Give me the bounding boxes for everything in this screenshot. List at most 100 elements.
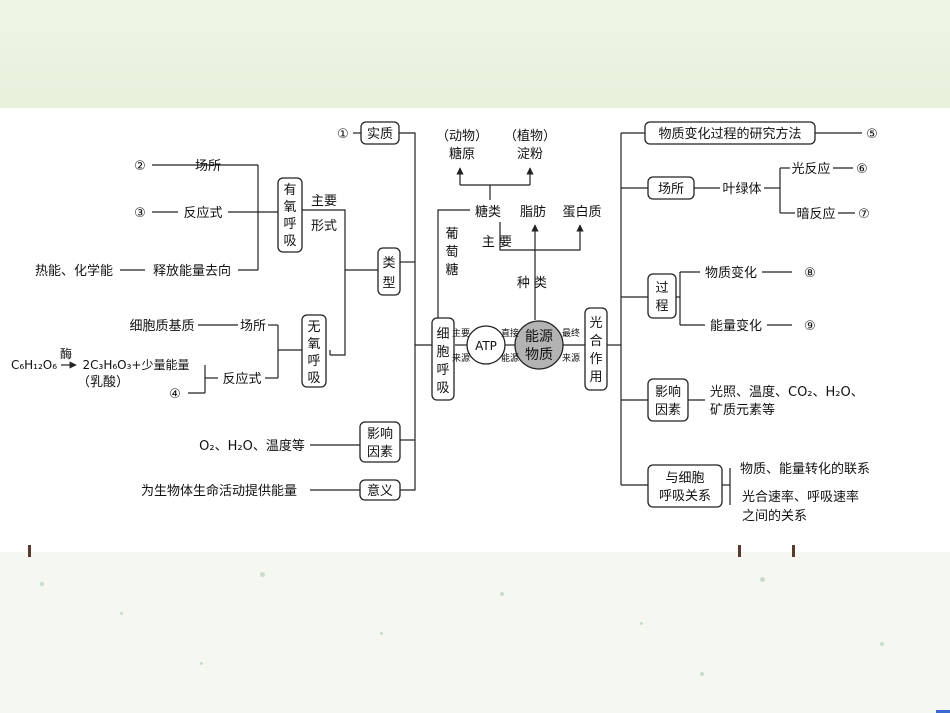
protein-label: 蛋白质 — [562, 204, 601, 220]
relation-char: 呼吸关系 — [659, 489, 711, 504]
place2-label: 场所 — [240, 319, 266, 334]
essence-box — [360, 121, 400, 145]
num-3: ③ — [134, 206, 146, 221]
energy-circle — [514, 320, 564, 370]
atp-direct-label: 直接 — [501, 327, 519, 339]
meaning-text: 为生物体生命活动提供能量 — [141, 483, 297, 499]
photosynthesis-box — [584, 307, 608, 391]
method-box — [644, 121, 816, 145]
process-char: 程 — [655, 299, 668, 314]
photo-char: 作 — [589, 352, 602, 367]
process-char: 过 — [655, 281, 668, 296]
relation-box — [647, 464, 723, 508]
chloroplast-label: 叶绿体 — [722, 182, 761, 197]
relation-c: 之间的关系 — [742, 508, 807, 524]
num-6: ⑥ — [856, 162, 868, 177]
anaerobic-char: 无 — [307, 320, 320, 335]
aerobic-char: 呼 — [283, 217, 296, 232]
fence-post — [28, 545, 31, 557]
atp-circle — [466, 325, 506, 365]
main-label: 主 要 — [482, 235, 512, 250]
plant-label: （植物） — [504, 129, 556, 144]
lactic-label: （乳酸） — [77, 375, 129, 390]
glucose-char: 葡 — [445, 227, 458, 242]
meaning-box — [359, 479, 401, 501]
relation-b: 光合速率、呼吸速率 — [742, 489, 859, 505]
anaerobic-char: 吸 — [307, 371, 320, 386]
aerobic-char: 有 — [283, 183, 296, 198]
num-2: ② — [134, 159, 146, 174]
main-form-label: 主要 — [311, 194, 337, 209]
method-label: 物质变化过程的研究方法 — [658, 126, 801, 142]
relation-a: 物质、能量转化的联系 — [740, 461, 870, 477]
num-4: ④ — [169, 387, 181, 402]
resp-factors-char: 影响 — [367, 426, 393, 442]
photo-factors-char: 因素 — [655, 403, 681, 418]
final-source-label: 来源 — [562, 353, 580, 364]
main-form-label: 形式 — [311, 219, 337, 234]
cell-resp-char: 胞 — [436, 345, 449, 360]
type-char: 型 — [382, 276, 395, 291]
light-reaction-label: 光反应 — [791, 161, 830, 177]
aerobic-char: 吸 — [283, 234, 296, 249]
resp-factors-char: 因素 — [367, 445, 393, 460]
num-5: ⑤ — [866, 127, 878, 142]
heat-label: 热能、化学能 — [35, 263, 113, 279]
photo-factors-box — [647, 378, 689, 422]
kinds-label: 种 类 — [517, 276, 547, 291]
photo-char: 光 — [589, 316, 602, 331]
site-label: 场所 — [658, 182, 684, 197]
essence-label: 实质 — [367, 127, 393, 142]
relation-char: 与细胞 — [665, 471, 704, 486]
process-box — [647, 273, 677, 319]
cell-resp-box — [431, 317, 455, 401]
atp-energy-label: 能源 — [501, 352, 519, 364]
glucose-char: 糖 — [445, 262, 458, 278]
energy-label-bottom: 物质 — [525, 347, 553, 363]
fence-post — [792, 545, 795, 557]
formula-rhs: 2C₃H₆O₃+少量能量 — [83, 358, 190, 372]
cell-resp-char: 呼 — [436, 363, 449, 378]
type-char: 类 — [382, 256, 395, 271]
boxes — [277, 121, 816, 508]
sugar-label: 糖类 — [475, 204, 501, 220]
atp-label: ATP — [475, 339, 497, 353]
energy-label-top: 能源 — [525, 329, 553, 345]
anaerobic-box — [301, 314, 327, 388]
aerobic-char: 氧 — [283, 200, 296, 215]
glycogen-label: 糖原 — [449, 146, 475, 162]
reaction2-label: 反应式 — [222, 371, 261, 387]
resp-factors-label: O₂、H₂O、温度等 — [199, 438, 305, 454]
cytoplasm-label: 细胞质基质 — [129, 319, 194, 334]
fence-post — [738, 545, 741, 557]
type-box — [377, 247, 401, 296]
footer-band — [0, 552, 950, 713]
cell-resp-char: 细 — [436, 327, 449, 342]
anaerobic-char: 氧 — [307, 337, 320, 352]
num-1: ① — [337, 127, 349, 142]
photo-factors-char: 影响 — [655, 384, 681, 400]
photo-factors-b: 矿质元素等 — [710, 402, 775, 418]
release-label: 释放能量去向 — [153, 263, 231, 279]
cell-resp-char: 吸 — [436, 381, 449, 396]
num-7: ⑦ — [858, 207, 870, 222]
enzyme-label: 酶 — [60, 346, 72, 361]
material-change-label: 物质变化 — [705, 265, 757, 281]
atp-source-label: 来源 — [452, 353, 470, 364]
corner-mark — [936, 710, 950, 713]
meaning-label: 意义 — [367, 483, 393, 499]
energy-change-label: 能量变化 — [710, 318, 762, 334]
connector-lines — [120, 132, 862, 505]
glucose-char: 萄 — [445, 245, 458, 260]
final-label: 最终 — [562, 327, 580, 339]
photo-factors-a: 光照、温度、CO₂、H₂O、 — [710, 384, 864, 400]
header-band — [0, 0, 950, 108]
formula-lhs: C₆H₁₂O₆ — [11, 358, 57, 372]
dark-reaction-label: 暗反应 — [796, 206, 835, 222]
photo-char: 用 — [589, 370, 602, 385]
place-label: 场所 — [195, 159, 221, 174]
site-box — [647, 176, 695, 200]
photo-char: 合 — [589, 334, 602, 349]
animal-label: （动物） — [436, 129, 488, 144]
